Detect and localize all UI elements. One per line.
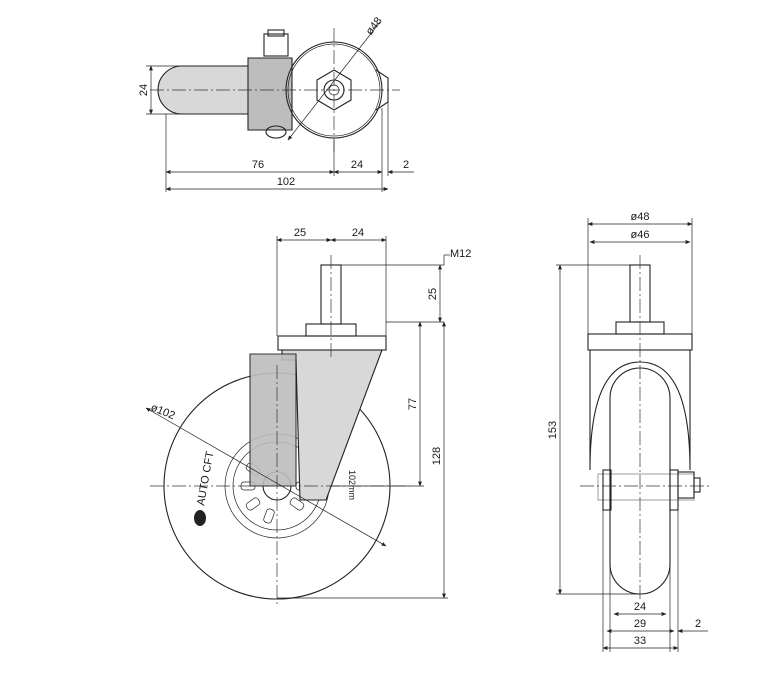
side-dim-48: ø48 xyxy=(631,211,650,223)
top-dim-76: 76 xyxy=(252,159,264,171)
front-dim-wheel-diameter: ø102 xyxy=(149,402,177,423)
front-dim-25-left: 25 xyxy=(294,227,306,239)
front-dim-128: 128 xyxy=(431,447,443,465)
front-dim-77: 77 xyxy=(407,398,419,410)
top-dim-diameter: ø48 xyxy=(364,15,385,37)
top-dim-2: 2 xyxy=(403,159,409,171)
side-fork xyxy=(589,349,691,471)
side-dim-29: 29 xyxy=(634,618,646,630)
front-top-plate xyxy=(277,335,387,351)
front-fork xyxy=(281,349,383,501)
front-wheel-logo xyxy=(194,510,206,526)
front-dim-thread: M12 xyxy=(450,248,471,260)
side-dim-24: 24 xyxy=(634,601,646,613)
side-dim-2: 2 xyxy=(695,618,701,630)
side-dim-33: 33 xyxy=(634,635,646,647)
side-view: ø48 ø46 153 24 29 2 33 xyxy=(547,211,712,652)
front-dim-24-right: 24 xyxy=(352,227,364,239)
side-axle-nut xyxy=(677,471,695,499)
top-view-hex-nut xyxy=(316,69,352,111)
top-view-nut xyxy=(263,33,289,57)
front-wheel-brand: AUTO CFT xyxy=(195,450,216,506)
front-dim-stem: 25 xyxy=(427,288,439,300)
side-dim-46: ø46 xyxy=(631,229,650,241)
top-dim-102: 102 xyxy=(277,176,295,188)
front-view: ø102 25 24 25 M12 77 128 AUTO CFT 102mm xyxy=(145,227,471,605)
top-view: ø48 24 76 24 2 102 xyxy=(138,15,414,192)
top-dim-height: 24 xyxy=(138,84,150,96)
side-dim-153: 153 xyxy=(547,421,559,439)
top-view-bracket xyxy=(247,57,293,131)
front-wheel-size-mark: 102mm xyxy=(347,470,357,500)
top-dim-24: 24 xyxy=(351,159,363,171)
